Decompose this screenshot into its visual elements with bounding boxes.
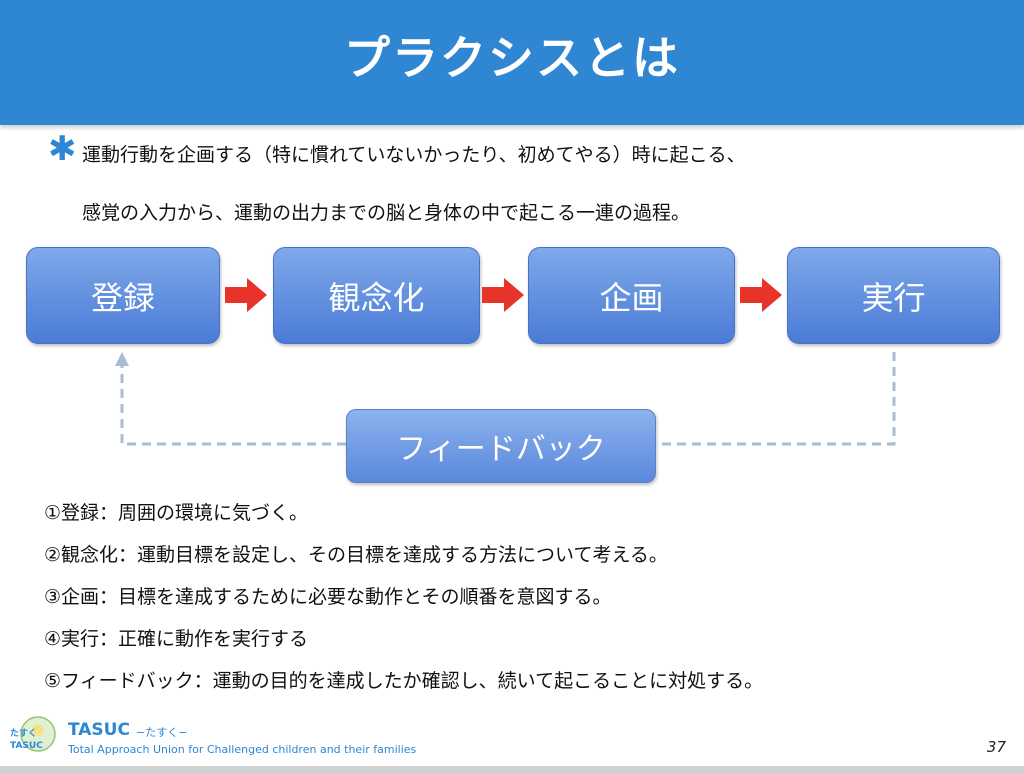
step-item-2: ②観念化：運動目標を設定し、その目標を達成する方法について考える。 bbox=[44, 544, 668, 566]
feedback-loop-right-line bbox=[654, 352, 896, 446]
flow-box-execution: 実行 bbox=[787, 247, 1000, 344]
flow-box-feedback: フィードバック bbox=[346, 409, 656, 483]
page-number: 37 bbox=[986, 738, 1006, 756]
org-kana: −たすく− bbox=[136, 726, 188, 739]
tasuc-logo: たすく TASUC bbox=[10, 716, 56, 752]
title-bar: プラクシスとは bbox=[0, 0, 1024, 125]
svg-text:たすく: たすく bbox=[10, 728, 37, 739]
step-item-4: ④実行：正確に動作を実行する bbox=[44, 628, 309, 650]
step-item-3: ③企画：目標を達成するために必要な動作とその順番を意図する。 bbox=[44, 586, 612, 608]
org-full-name: Total Approach Union for Challenged chil… bbox=[68, 743, 417, 756]
org-name: TASUC bbox=[68, 720, 130, 740]
step-item-5: ⑤フィードバック：運動の目的を達成したか確認し、続いて起こることに対処する。 bbox=[44, 670, 764, 692]
slide-title: プラクシスとは bbox=[344, 31, 680, 85]
right-arrow-icon bbox=[225, 278, 267, 312]
asterisk-bullet-icon: ✱ bbox=[48, 129, 77, 169]
feedback-up-arrowhead-icon bbox=[115, 352, 129, 366]
feedback-loop-left-line bbox=[120, 362, 346, 446]
intro-line-1: 運動行動を企画する（特に慣れていないかったり、初めてやる）時に起こる、 bbox=[82, 144, 746, 166]
right-arrow-icon bbox=[482, 278, 524, 312]
right-arrow-icon bbox=[740, 278, 782, 312]
svg-text:TASUC: TASUC bbox=[10, 741, 43, 751]
footer-divider bbox=[0, 766, 1024, 774]
flow-box-ideation: 観念化 bbox=[273, 247, 480, 344]
step-item-1: ①登録：周囲の環境に気づく。 bbox=[44, 502, 309, 524]
intro-line-2: 感覚の入力から、運動の出力までの脳と身体の中で起こる一連の過程。 bbox=[82, 202, 691, 224]
flow-box-registration: 登録 bbox=[26, 247, 220, 344]
flow-box-planning: 企画 bbox=[528, 247, 735, 344]
